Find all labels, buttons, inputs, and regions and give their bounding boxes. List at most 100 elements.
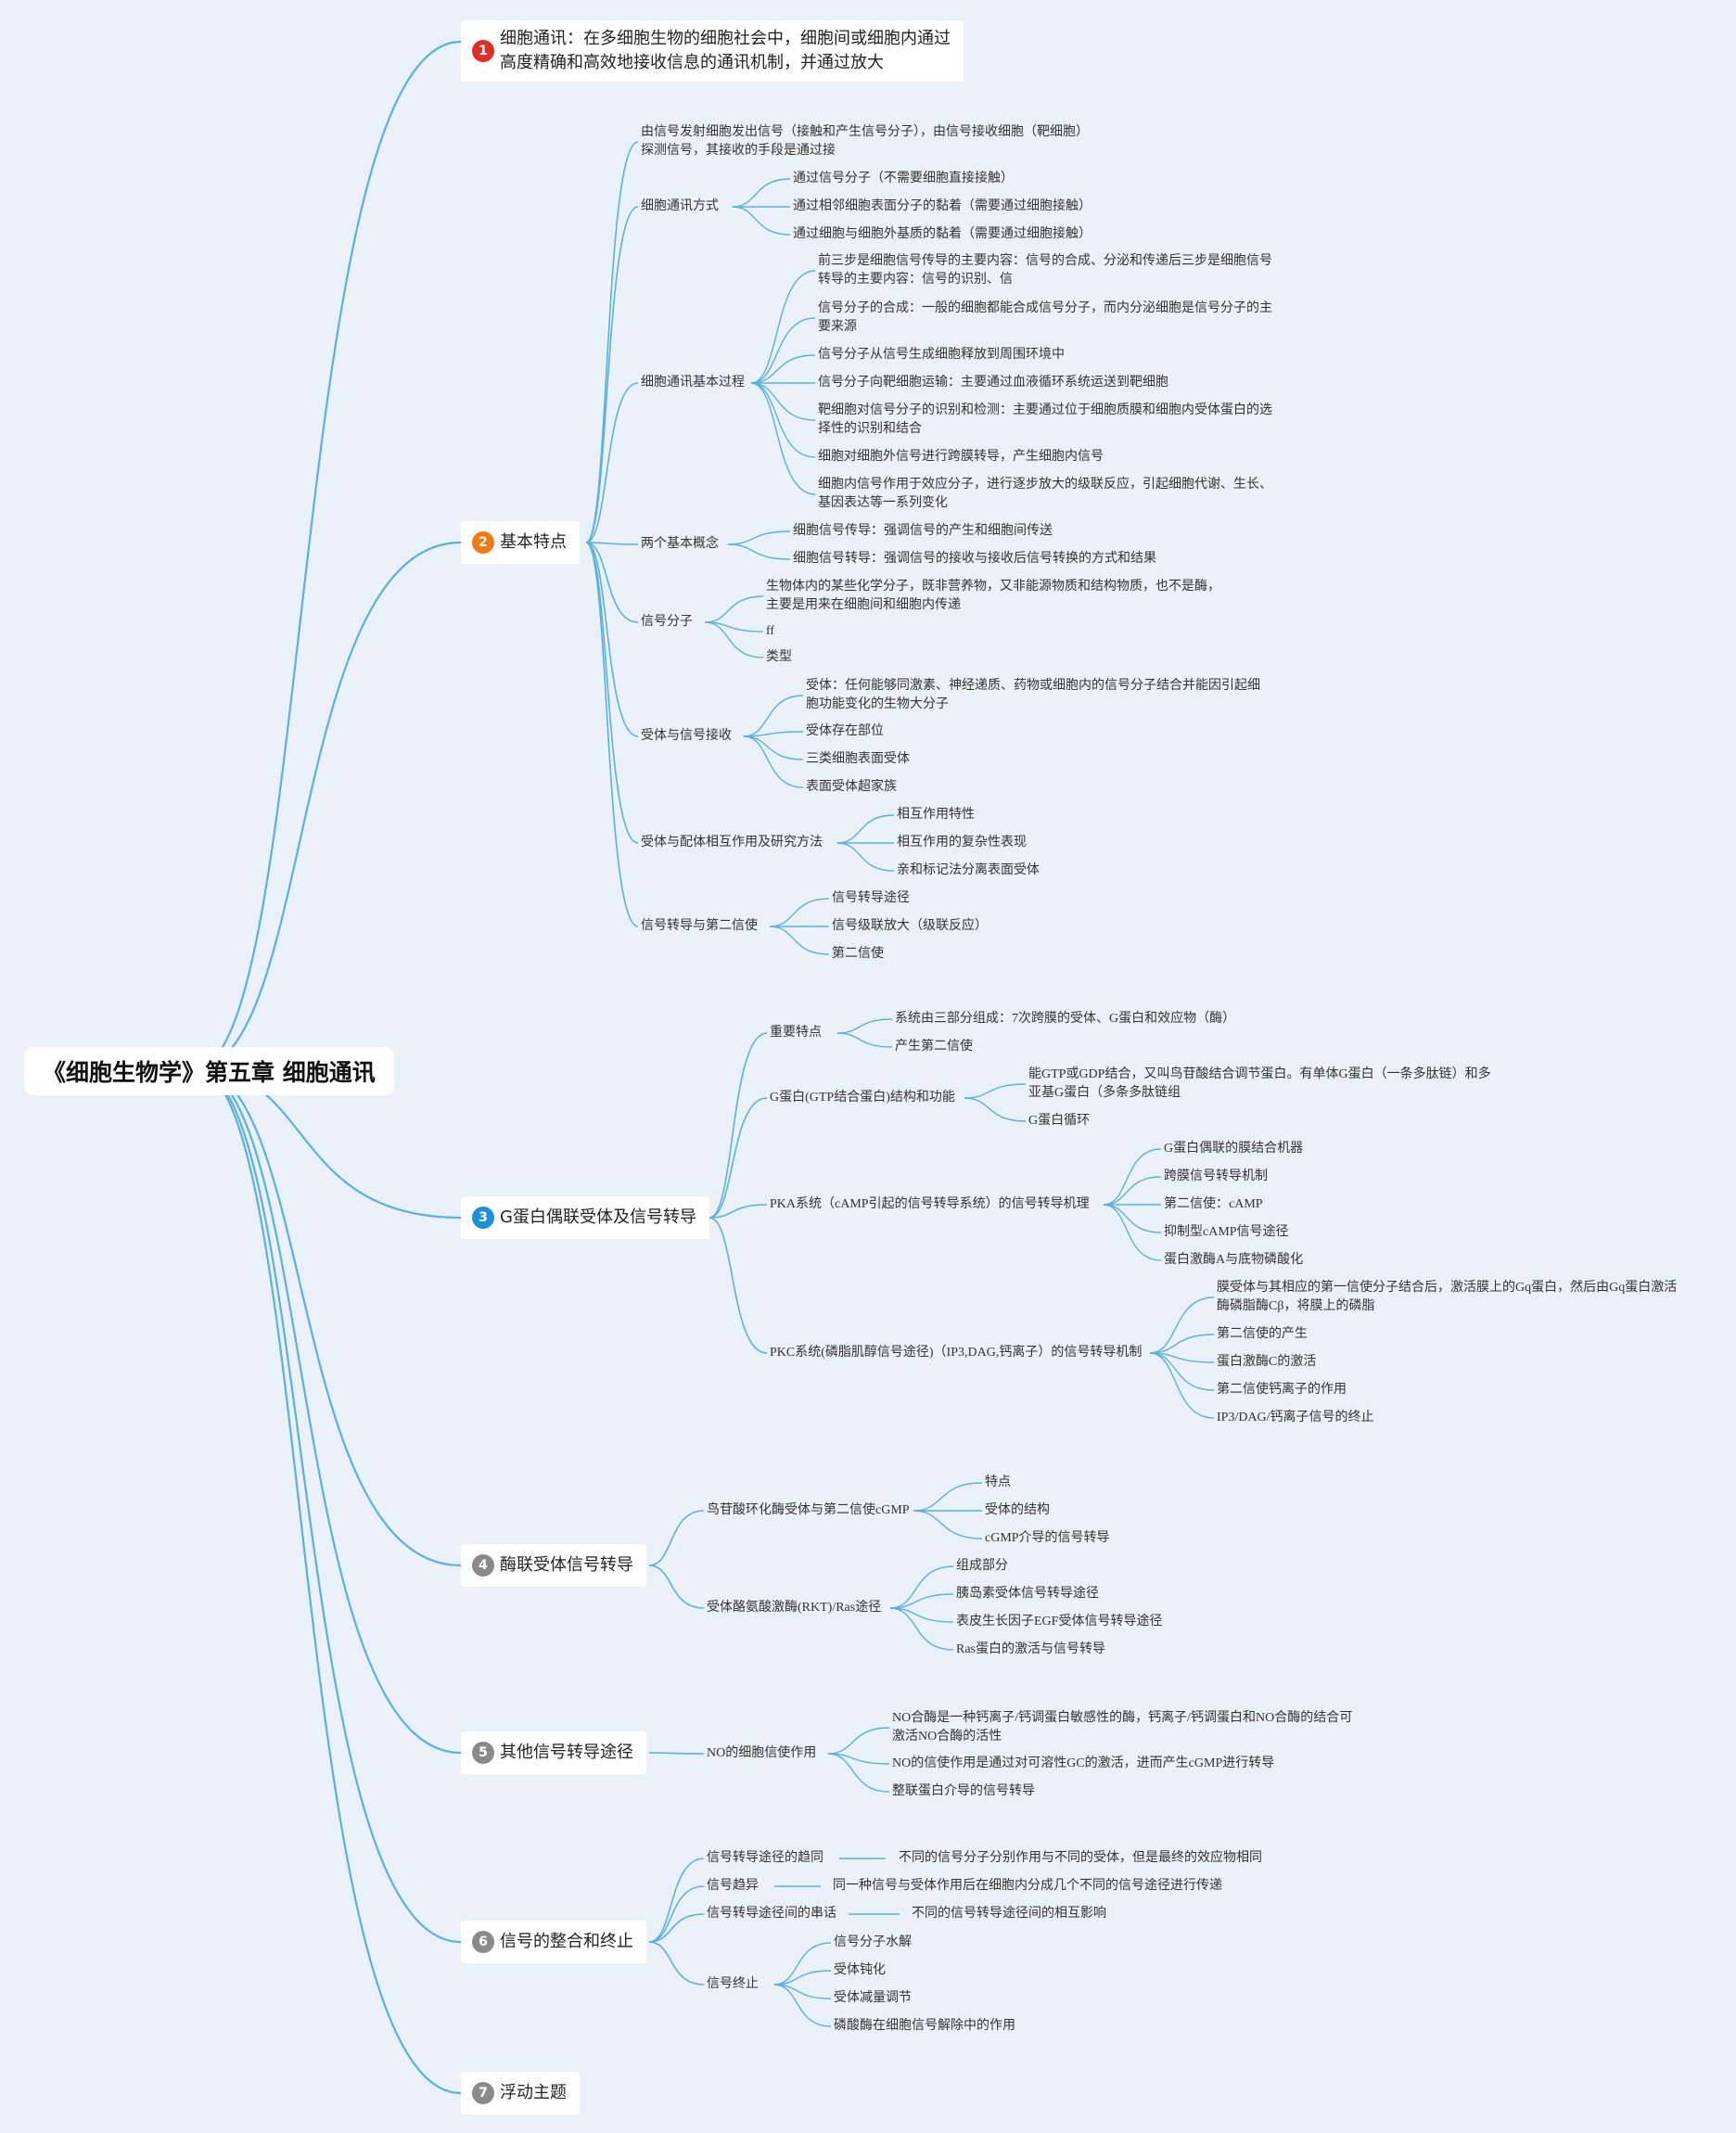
leaf-node[interactable]: 磷酸酶在细胞信号解除中的作用 bbox=[834, 2019, 1015, 2033]
leaf-node[interactable]: 通过相邻细胞表面分子的黏着（需要通过细胞接触） bbox=[793, 199, 1091, 213]
connector-line bbox=[704, 621, 764, 658]
leaf-node[interactable]: 蛋白激酶A与底物磷酸化 bbox=[1164, 1253, 1304, 1267]
leaf-node[interactable]: 受体的结构 bbox=[985, 1503, 1050, 1517]
topic-4-number-badge: 4 bbox=[472, 1554, 494, 1577]
leaf-node[interactable]: NO合酶是一种钙离子/钙调蛋白敏感性的酶，钙离子/钙调蛋白和NO合酶的结合可激活… bbox=[892, 1711, 1353, 1743]
leaf-node[interactable]: 不同的信号转导途径间的相互影响 bbox=[912, 1907, 1106, 1921]
leaf-node[interactable]: 不同的信号分子分别作用与不同的受体，但是最终的效应物相同 bbox=[899, 1851, 1262, 1865]
connector-line bbox=[708, 1204, 768, 1219]
leaf-node[interactable]: 相互作用特性 bbox=[897, 808, 975, 822]
leaf-node[interactable]: 信号分子向靶细胞运输：主要通过血液循环系统运送到靶细胞 bbox=[818, 376, 1168, 390]
subtopic-rtk-ras[interactable]: 受体酪氨酸激酶(RKT)/Ras途径 bbox=[707, 1601, 882, 1615]
leaf-node[interactable]: 组成部分 bbox=[956, 1559, 1008, 1573]
leaf-node[interactable]: G蛋白偶联的膜结合机器 bbox=[1164, 1142, 1304, 1156]
subtopic-signal-molecules[interactable]: 信号分子 bbox=[641, 615, 693, 629]
leaf-node[interactable]: 受体存在部位 bbox=[806, 724, 884, 738]
topic-6-number-badge: 6 bbox=[472, 1931, 494, 1953]
leaf-node[interactable]: 胰岛素受体信号转导途径 bbox=[956, 1587, 1099, 1601]
leaf-node[interactable]: 受体减量调节 bbox=[834, 1991, 912, 2005]
leaf-node[interactable]: 通过细胞与细胞外基质的黏着（需要通过细胞接触） bbox=[793, 227, 1091, 241]
connector-line bbox=[889, 1607, 954, 1651]
leaf-node[interactable]: 信号分子从信号生成细胞释放到周围环境中 bbox=[818, 348, 1065, 362]
leaf-node[interactable]: 细胞对细胞外信号进行跨膜转导，产生细胞内信号 bbox=[818, 450, 1104, 464]
leaf-node[interactable]: G蛋白循环 bbox=[1028, 1114, 1091, 1128]
leaf-node[interactable]: 受体：任何能够同激素、神经递质、药物或细胞内的信号分子结合并能因引起细胞功能变化… bbox=[806, 679, 1260, 711]
connector-line bbox=[827, 1753, 890, 1765]
topic-3[interactable]: 3 G蛋白偶联受体及信号转导 bbox=[461, 1196, 709, 1239]
subtopic-key-features[interactable]: 重要特点 bbox=[770, 1026, 822, 1040]
leaf-node[interactable]: 相互作用的复杂性表现 bbox=[897, 836, 1027, 849]
subtopic-signal-definition[interactable]: 由信号发射细胞发出信号（接触和产生信号分子），由信号接收细胞（靶细胞）探测信号，… bbox=[641, 125, 1089, 158]
leaf-node[interactable]: 第二信使：cAMP bbox=[1164, 1197, 1263, 1211]
leaf-node[interactable]: 膜受体与其相应的第一信使分子结合后，激活膜上的Gq蛋白，然后由Gq蛋白激活酶磷脂… bbox=[1217, 1281, 1678, 1313]
leaf-node[interactable]: ff bbox=[766, 624, 775, 638]
topic-7-label: 浮动主题 bbox=[500, 2083, 567, 2102]
leaf-node[interactable]: 前三步是细胞信号传导的主要内容：信号的合成、分泌和传递后三步是细胞信号转导的主要… bbox=[818, 254, 1272, 287]
connector-line bbox=[194, 1066, 462, 1567]
subtopic-receptor-ligand[interactable]: 受体与配体相互作用及研究方法 bbox=[641, 836, 823, 849]
leaf-node[interactable]: 细胞信号传导：强调信号的产生和细胞间传送 bbox=[793, 524, 1053, 538]
leaf-node[interactable]: 整联蛋白介导的信号转导 bbox=[892, 1784, 1035, 1798]
leaf-node[interactable]: NO的信使作用是通过对可溶性GC的激活，进而产生cGMP进行转导 bbox=[892, 1756, 1275, 1770]
root-topic[interactable]: 《细胞生物学》第五章 细胞通讯 bbox=[24, 1047, 394, 1095]
leaf-node[interactable]: IP3/DAG/钙离子信号的终止 bbox=[1217, 1411, 1374, 1424]
subtopic-communication-modes[interactable]: 细胞通讯方式 bbox=[641, 199, 719, 213]
leaf-node[interactable]: 第二信使 bbox=[832, 947, 884, 961]
leaf-node[interactable]: 第二信使的产生 bbox=[1217, 1327, 1308, 1341]
leaf-node[interactable]: 亲和标记法分离表面受体 bbox=[897, 863, 1040, 877]
leaf-node[interactable]: 表皮生长因子EGF受体信号转导途径 bbox=[956, 1615, 1163, 1628]
subtopic-convergence[interactable]: 信号转导途径的趋同 bbox=[707, 1851, 823, 1865]
subtopic-basic-process[interactable]: 细胞通讯基本过程 bbox=[641, 376, 745, 390]
topic-6[interactable]: 6 信号的整合和终止 bbox=[461, 1921, 646, 1963]
leaf-node[interactable]: 信号分子的合成：一般的细胞都能合成信号分子，而内分泌细胞是信号分子的主要来源 bbox=[818, 301, 1272, 334]
connector-line bbox=[1103, 1176, 1162, 1206]
subtopic-divergence[interactable]: 信号趋异 bbox=[707, 1879, 759, 1893]
leaf-node[interactable]: 信号分子水解 bbox=[834, 1935, 912, 1949]
leaf-node[interactable]: 能GTP或GDP结合，又叫鸟苷酸结合调节蛋白。有单体G蛋白（一条多肽链）和多亚基… bbox=[1028, 1067, 1491, 1100]
connector-line bbox=[732, 178, 791, 208]
subtopic-guanylate-cyclase[interactable]: 鸟苷酸环化酶受体与第二信使cGMP bbox=[707, 1503, 910, 1517]
leaf-node[interactable]: 抑制型cAMP信号途径 bbox=[1164, 1225, 1289, 1239]
topic-2[interactable]: 2 基本特点 bbox=[461, 521, 580, 564]
leaf-node[interactable]: 靶细胞对信号分子的识别和检测：主要通过位于细胞质膜和细胞内受体蛋白的选择性的识别… bbox=[818, 403, 1272, 436]
topic-2-number-badge: 2 bbox=[472, 531, 494, 554]
root-label: 《细胞生物学》第五章 细胞通讯 bbox=[43, 1059, 376, 1086]
leaf-node[interactable]: 系统由三部分组成：7次跨膜的受体、G蛋白和效应物（酶） bbox=[895, 1012, 1236, 1026]
leaf-node[interactable]: 产生第二信使 bbox=[895, 1040, 973, 1054]
leaf-node[interactable]: 同一种信号与受体作用后在细胞内分成几个不同的信号途径进行传递 bbox=[833, 1879, 1222, 1893]
subtopic-termination[interactable]: 信号终止 bbox=[707, 1977, 759, 1991]
leaf-node[interactable]: 生物体内的某些化学分子，既非营养物，又非能源物质和结构物质，也不是酶，主要是用来… bbox=[766, 580, 1220, 612]
subtopic-two-concepts[interactable]: 两个基本概念 bbox=[641, 537, 719, 551]
connector-line bbox=[1149, 1352, 1215, 1363]
subtopic-receptor-reception[interactable]: 受体与信号接收 bbox=[641, 729, 732, 743]
topic-1[interactable]: 1 细胞通讯：在多细胞生物的细胞社会中，细胞间或细胞内通过 高度精确和高效地接收… bbox=[461, 20, 964, 82]
leaf-node[interactable]: 跨膜信号转导机制 bbox=[1164, 1169, 1268, 1183]
leaf-node[interactable]: cGMP介导的信号转导 bbox=[985, 1531, 1110, 1545]
connector-line bbox=[743, 731, 804, 737]
leaf-node[interactable]: 通过信号分子（不需要细胞直接接触） bbox=[793, 172, 1014, 185]
subtopic-pka-system[interactable]: PKA系统（cAMP引起的信号转导系统）的信号转导机理 bbox=[770, 1197, 1090, 1211]
leaf-node[interactable]: 信号级联放大（级联反应） bbox=[832, 919, 988, 933]
subtopic-transduction-messenger[interactable]: 信号转导与第二信使 bbox=[641, 919, 758, 933]
topic-7[interactable]: 7 浮动主题 bbox=[461, 2072, 580, 2114]
subtopic-crosstalk[interactable]: 信号转导途径间的串话 bbox=[707, 1907, 836, 1921]
topic-5[interactable]: 5 其他信号转导途径 bbox=[461, 1731, 646, 1774]
leaf-node[interactable]: 表面受体超家族 bbox=[806, 780, 897, 794]
topic-4[interactable]: 4 酶联受体信号转导 bbox=[461, 1544, 646, 1587]
leaf-node[interactable]: 细胞内信号作用于效应分子，进行逐步放大的级联反应，引起细胞代谢、生长、基因表达等… bbox=[818, 478, 1272, 510]
leaf-node[interactable]: Ras蛋白的激活与信号转导 bbox=[956, 1642, 1105, 1656]
leaf-node[interactable]: 类型 bbox=[766, 650, 792, 664]
connector-line bbox=[913, 1482, 983, 1512]
subtopic-no-messenger[interactable]: NO的细胞信使作用 bbox=[707, 1746, 817, 1760]
leaf-node[interactable]: 细胞信号转导：强调信号的接收与接收后信号转换的方式和结果 bbox=[793, 552, 1156, 566]
connector-line bbox=[732, 206, 791, 236]
subtopic-pkc-system[interactable]: PKC系统(磷脂肌醇信号途径)（IP3,DAG,钙离子）的信号转导机制 bbox=[770, 1346, 1142, 1360]
leaf-node[interactable]: 特点 bbox=[985, 1475, 1011, 1489]
subtopic-g-protein-structure[interactable]: G蛋白(GTP结合蛋白)结构和功能 bbox=[770, 1091, 955, 1105]
leaf-node[interactable]: 三类细胞表面受体 bbox=[806, 752, 910, 766]
connector-line bbox=[889, 1565, 954, 1609]
leaf-node[interactable]: 受体钝化 bbox=[834, 1963, 886, 1977]
leaf-node[interactable]: 蛋白激酶C的激活 bbox=[1217, 1355, 1317, 1369]
leaf-node[interactable]: 信号转导途径 bbox=[832, 891, 910, 905]
leaf-node[interactable]: 第二信使钙离子的作用 bbox=[1217, 1383, 1347, 1397]
